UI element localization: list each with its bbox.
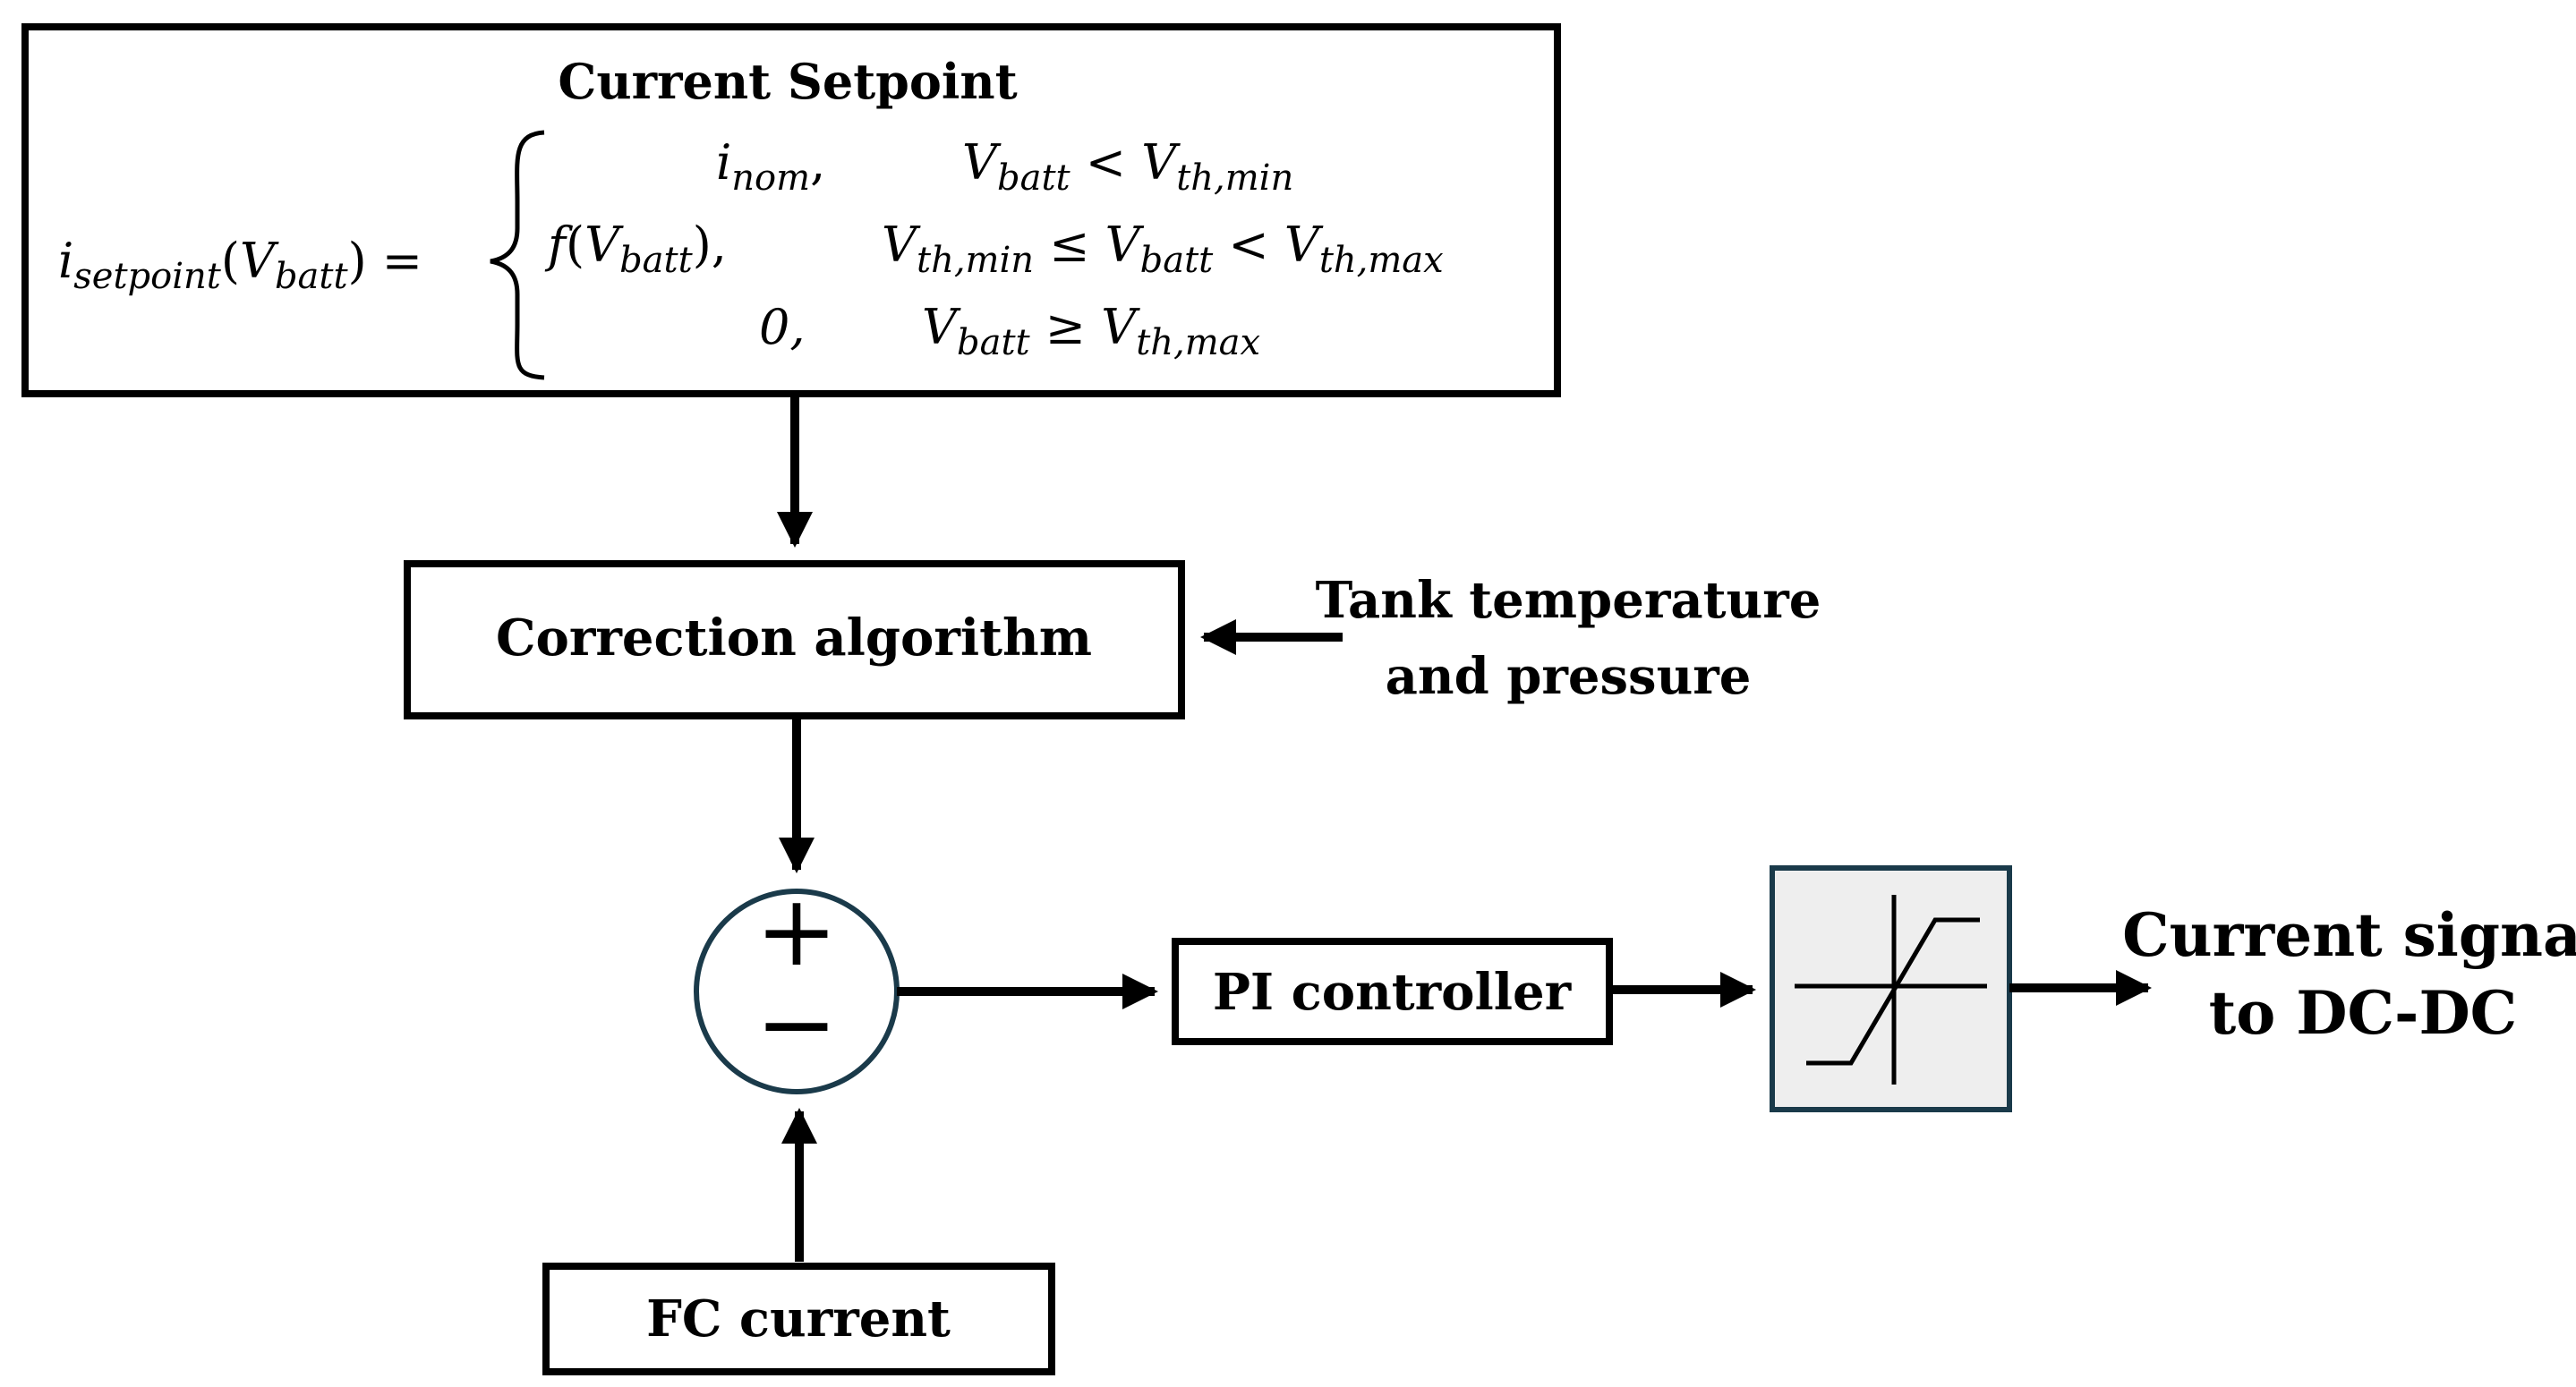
- setpoint-box: [21, 23, 1561, 397]
- case-1-value: inom,: [716, 134, 825, 199]
- piecewise-brace-icon: [490, 130, 545, 380]
- case-2-condition: Vth,min ≤ Vbatt < Vth,max: [882, 217, 1444, 281]
- setpoint-equation-lhs: isetpoint(Vbatt) =: [58, 233, 422, 297]
- setpoint-title: Current Setpoint: [558, 53, 1017, 110]
- tank-input-label-line1: Tank temperature: [1316, 571, 1821, 630]
- minus-sign: −: [755, 966, 838, 1081]
- pi-controller-block: PI controller: [1172, 938, 1613, 1045]
- output-label-line2: to DC-DC: [2209, 978, 2517, 1048]
- output-label-line1: Current signal: [2122, 900, 2576, 970]
- correction-label: Correction algorithm: [496, 608, 1092, 668]
- fc-current-label: FC current: [646, 1289, 951, 1349]
- case-2-value: f(Vbatt),: [544, 217, 727, 281]
- saturation-box: [1770, 865, 2012, 1112]
- saturation-icon: [1795, 895, 1987, 1085]
- case-3-value: 0,: [759, 299, 806, 355]
- fc-current-box: [542, 1263, 1055, 1375]
- plus-sign: +: [755, 873, 838, 988]
- case-1-condition: Vbatt < Vth,min: [962, 134, 1293, 199]
- fc-current-block: FC current: [542, 1263, 1055, 1375]
- saturation-block: [1770, 865, 2012, 1112]
- setpoint-block: Current Setpoint isetpoint(Vbatt) = inom…: [21, 23, 1561, 397]
- tank-input-label-line2: and pressure: [1386, 647, 1752, 706]
- correction-block: Correction algorithm: [404, 560, 1185, 719]
- correction-box: [404, 560, 1185, 719]
- case-3-condition: Vbatt ≥ Vth,max: [922, 299, 1260, 363]
- pi-controller-label: PI controller: [1213, 963, 1573, 1022]
- pi-controller-box: [1172, 938, 1613, 1045]
- summing-junction: + −: [694, 873, 900, 1094]
